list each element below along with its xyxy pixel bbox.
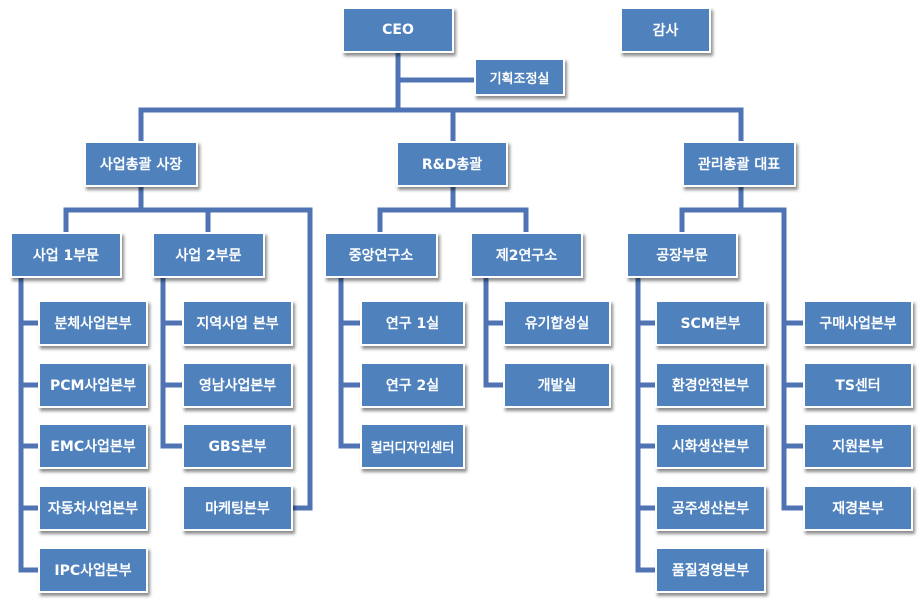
node-ipc: IPC사업본부 [38, 547, 148, 593]
node-support: 지원본부 [803, 423, 913, 469]
node-development: 개발실 [503, 362, 611, 408]
node-finance: 재경본부 [803, 485, 913, 531]
node-ceo: CEO [342, 7, 454, 53]
node-biz-div1: 사업 1부문 [10, 232, 122, 278]
node-second-lab: 제2연구소 [470, 232, 583, 278]
node-scm: SCM본부 [655, 300, 766, 346]
node-lab1: 연구 1실 [360, 300, 465, 346]
node-organic: 유기합성실 [503, 300, 611, 346]
node-ts-center: TS센터 [803, 362, 913, 408]
node-pcm: PCM사업본부 [38, 362, 148, 408]
node-marketing: 마케팅본부 [182, 485, 293, 531]
node-gbs: GBS본부 [182, 423, 293, 469]
node-mgmt-head: 관리총괄 대표 [682, 141, 796, 187]
node-biz-div2: 사업 2부문 [152, 232, 265, 278]
node-powder: 분체사업본부 [38, 300, 148, 346]
node-rnd-head: R&D총괄 [396, 141, 508, 187]
node-quality: 품질경영본부 [655, 547, 766, 593]
node-siwha: 시화생산본부 [655, 423, 766, 469]
node-auto: 자동차사업본부 [38, 485, 148, 531]
node-central-lab: 중앙연구소 [324, 232, 438, 278]
node-gongju: 공주생산본부 [655, 485, 766, 531]
node-lab2: 연구 2실 [360, 362, 465, 408]
node-env-safety: 환경안전본부 [655, 362, 766, 408]
node-purchasing: 구매사업본부 [803, 300, 913, 346]
node-planning: 기획조정실 [474, 58, 565, 96]
node-yeongnam: 영남사업본부 [182, 362, 293, 408]
node-emc: EMC사업본부 [38, 423, 148, 469]
node-audit: 감사 [620, 7, 711, 53]
node-biz-president: 사업총괄 사장 [84, 141, 198, 187]
node-regional: 지역사업 본부 [182, 300, 293, 346]
node-color-design: 컬러디자인센터 [360, 423, 465, 469]
node-factory-div: 공장부문 [626, 232, 738, 278]
